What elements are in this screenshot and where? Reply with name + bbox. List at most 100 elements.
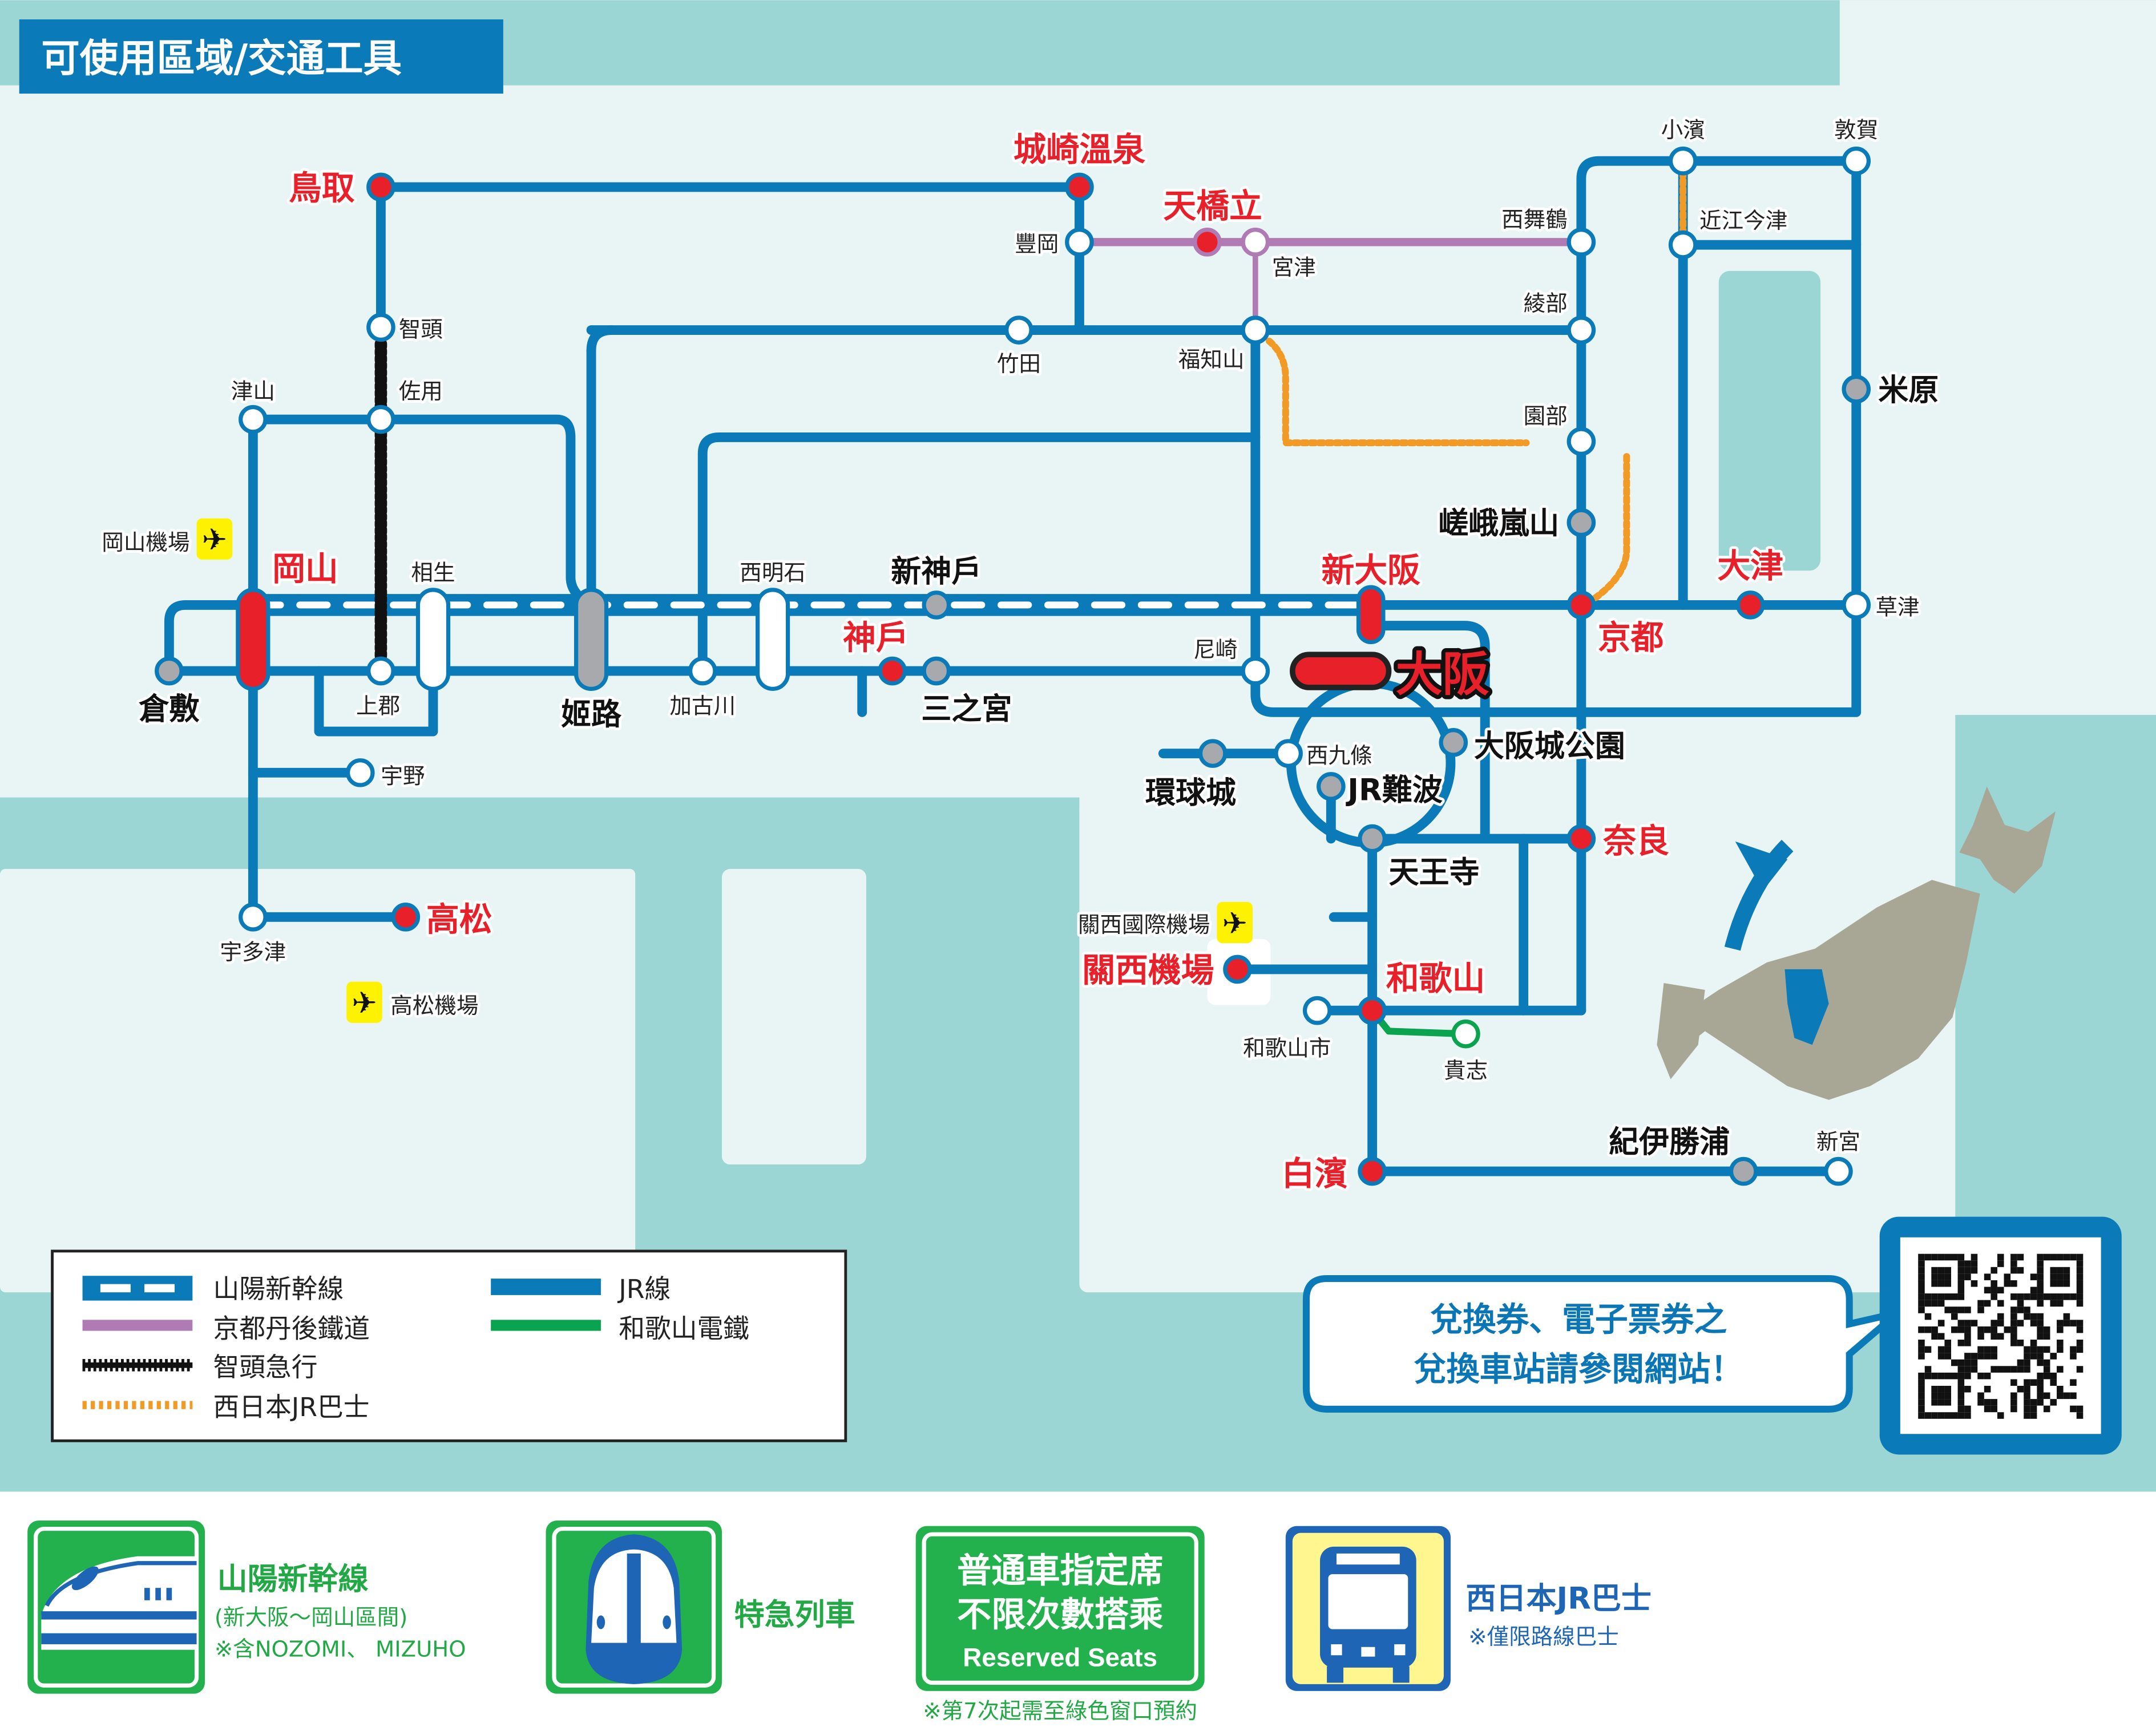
station-shingu-marker[interactable] (1824, 1156, 1853, 1186)
station-kishi-marker[interactable] (1451, 1019, 1480, 1049)
station-amanohashidate-label: 天橋立 (1163, 187, 1262, 225)
jr-line (1250, 156, 1862, 717)
station-uno-marker[interactable] (345, 758, 375, 787)
station-amanohashidate-marker[interactable] (1193, 228, 1222, 257)
station-wakayama-marker[interactable] (1358, 996, 1387, 1025)
station-toyooka-marker[interactable] (1065, 228, 1094, 257)
qr-code-icon[interactable] (1918, 1253, 2084, 1419)
station-omiimazu-marker[interactable] (1668, 230, 1698, 260)
station-kakogawa-label: 加古川 (669, 694, 736, 719)
station-tottori-marker[interactable] (366, 172, 395, 202)
lake-biwa (1718, 270, 1821, 571)
station-kamigori-marker[interactable] (366, 656, 395, 686)
station-nishikujo-marker[interactable] (1274, 739, 1303, 768)
callout-line-2: 兌換車站請參閱網站！ (1414, 1349, 1743, 1388)
reserved-line-1: 普通車指定席 (957, 1551, 1163, 1591)
station-wakayama-label: 和歌山 (1386, 959, 1485, 998)
station-kobe-marker[interactable] (878, 656, 907, 686)
station-jr-namba-label: JR難波 (1346, 773, 1443, 808)
station-okayama-marker[interactable] (236, 588, 270, 691)
coverage-bus: 西日本JR巴士 ※僅限路線巴士 (1285, 1526, 1652, 1691)
legend-label: 西日本JR巴士 (213, 1392, 369, 1422)
station-takamatsu-marker[interactable] (391, 903, 421, 932)
station-osaka-marker[interactable] (1290, 652, 1392, 690)
station-otsu-marker[interactable] (1735, 591, 1765, 620)
station-sayo-marker[interactable] (366, 405, 395, 434)
station-takeda-marker[interactable] (1004, 316, 1033, 345)
legend-label: 山陽新幹線 (213, 1274, 344, 1304)
station-nishiakashi-label: 西明石 (740, 560, 806, 586)
station-nara-label: 奈良 (1602, 822, 1669, 860)
station-utazu-label: 宇多津 (220, 940, 286, 965)
airplane-icon: ✈ (1222, 906, 1247, 941)
station-universal-city-marker[interactable] (1198, 739, 1228, 768)
station-tsuyama-marker[interactable] (239, 405, 268, 434)
legend-label: 京都丹後鐵道 (213, 1314, 370, 1344)
station-kyoto-marker[interactable] (1566, 591, 1596, 620)
station-miyazu-marker[interactable] (1241, 228, 1270, 257)
land-areas (0, 0, 2156, 1293)
okayama-airport: ✈ (196, 518, 233, 560)
coverage-title: 山陽新幹線 (217, 1562, 369, 1597)
station-kiikatsuura-label: 紀伊勝浦 (1609, 1125, 1730, 1159)
station-nishiakashi-marker[interactable] (755, 588, 790, 691)
coverage-sub: (新大阪～岡山區間) (215, 1605, 407, 1631)
takamatsu-airport-icon: ✈ (346, 981, 382, 1023)
station-shirahama-marker[interactable] (1358, 1156, 1387, 1186)
station-shinkobe-marker[interactable] (922, 591, 951, 620)
station-tennoji-marker[interactable] (1358, 824, 1387, 854)
station-kansai-airport-marker[interactable] (1223, 955, 1252, 984)
station-sagaarashiyama-marker[interactable] (1566, 508, 1596, 537)
legend-bus: 西日本JR巴士 (82, 1392, 370, 1422)
station-kurashiki-marker[interactable] (155, 656, 184, 686)
legend-label: 智頭急行 (213, 1352, 317, 1382)
label-okayama-airport: 岡山機場 (102, 530, 189, 556)
station-shingu-label: 新宮 (1816, 1130, 1860, 1155)
station-sagaarashiyama-label: 嵯峨嵐山 (1438, 506, 1559, 541)
station-chizu-marker[interactable] (366, 313, 395, 342)
airplane-icon: ✈ (352, 986, 377, 1021)
legend-label: 和歌山電鐵 (619, 1314, 749, 1344)
station-kinosaki-marker[interactable] (1065, 172, 1094, 202)
station-kakogawa-marker[interactable] (688, 656, 717, 686)
coverage-limited-express: 特急列車 (546, 1520, 855, 1694)
hokkaido-shape (1959, 786, 2056, 894)
station-amagasaki-marker[interactable] (1241, 656, 1270, 686)
station-ayabe-marker[interactable] (1566, 316, 1596, 345)
japan-inset-map (1657, 786, 2056, 1100)
station-shinkobe-label: 新神戶 (891, 554, 982, 589)
callout-line-1: 兌換券、電子票券之 (1430, 1300, 1727, 1339)
station-osakajokoen-marker[interactable] (1439, 728, 1468, 757)
kansai-highlight (1784, 969, 1829, 1045)
jr-line (697, 432, 1261, 676)
station-shinosaka-label: 新大阪 (1321, 551, 1420, 589)
station-maibara-marker[interactable] (1842, 374, 1871, 404)
station-nara-marker[interactable] (1566, 824, 1596, 854)
station-fukuchiyama-marker[interactable] (1241, 316, 1270, 345)
qr-code-panel[interactable] (1879, 1216, 2122, 1455)
station-aioi-marker[interactable] (415, 588, 451, 691)
station-jr-namba-marker[interactable] (1317, 772, 1346, 801)
station-takeda-label: 竹田 (997, 351, 1041, 377)
station-kiikatsuura-marker[interactable] (1729, 1156, 1758, 1186)
station-labels: 鳥取城崎溫泉天橋立豐岡宮津西舞鶴小濱敦賀近江今津智頭佐用津山竹田福知山綾部園部米… (99, 115, 1941, 1196)
jr-line (1576, 156, 1862, 256)
station-nishimaizuru-marker[interactable] (1566, 228, 1596, 257)
station-obama-marker[interactable] (1668, 146, 1698, 176)
station-aioi-label: 相生 (411, 560, 455, 586)
station-shinosaka-marker[interactable] (1356, 585, 1386, 645)
shinkansen-icon (41, 1556, 197, 1650)
station-wakayamashi-marker[interactable] (1302, 996, 1332, 1025)
jr-bus-route (1265, 337, 1530, 447)
station-sonobe-marker[interactable] (1566, 427, 1596, 456)
station-tennoji-label: 天王寺 (1389, 855, 1480, 890)
station-nishikujo-label: 西九條 (1306, 743, 1372, 769)
station-kyoto-label: 京都 (1598, 618, 1664, 657)
station-utazu-marker[interactable] (239, 903, 268, 932)
station-tsuruga-marker[interactable] (1842, 146, 1871, 176)
station-sannomiya-marker[interactable] (922, 656, 951, 686)
coverage-title: 特急列車 (734, 1597, 855, 1632)
station-kusatsu-marker[interactable] (1842, 591, 1871, 620)
chizu-express-core (378, 343, 384, 660)
station-himeji-marker[interactable] (574, 588, 609, 691)
